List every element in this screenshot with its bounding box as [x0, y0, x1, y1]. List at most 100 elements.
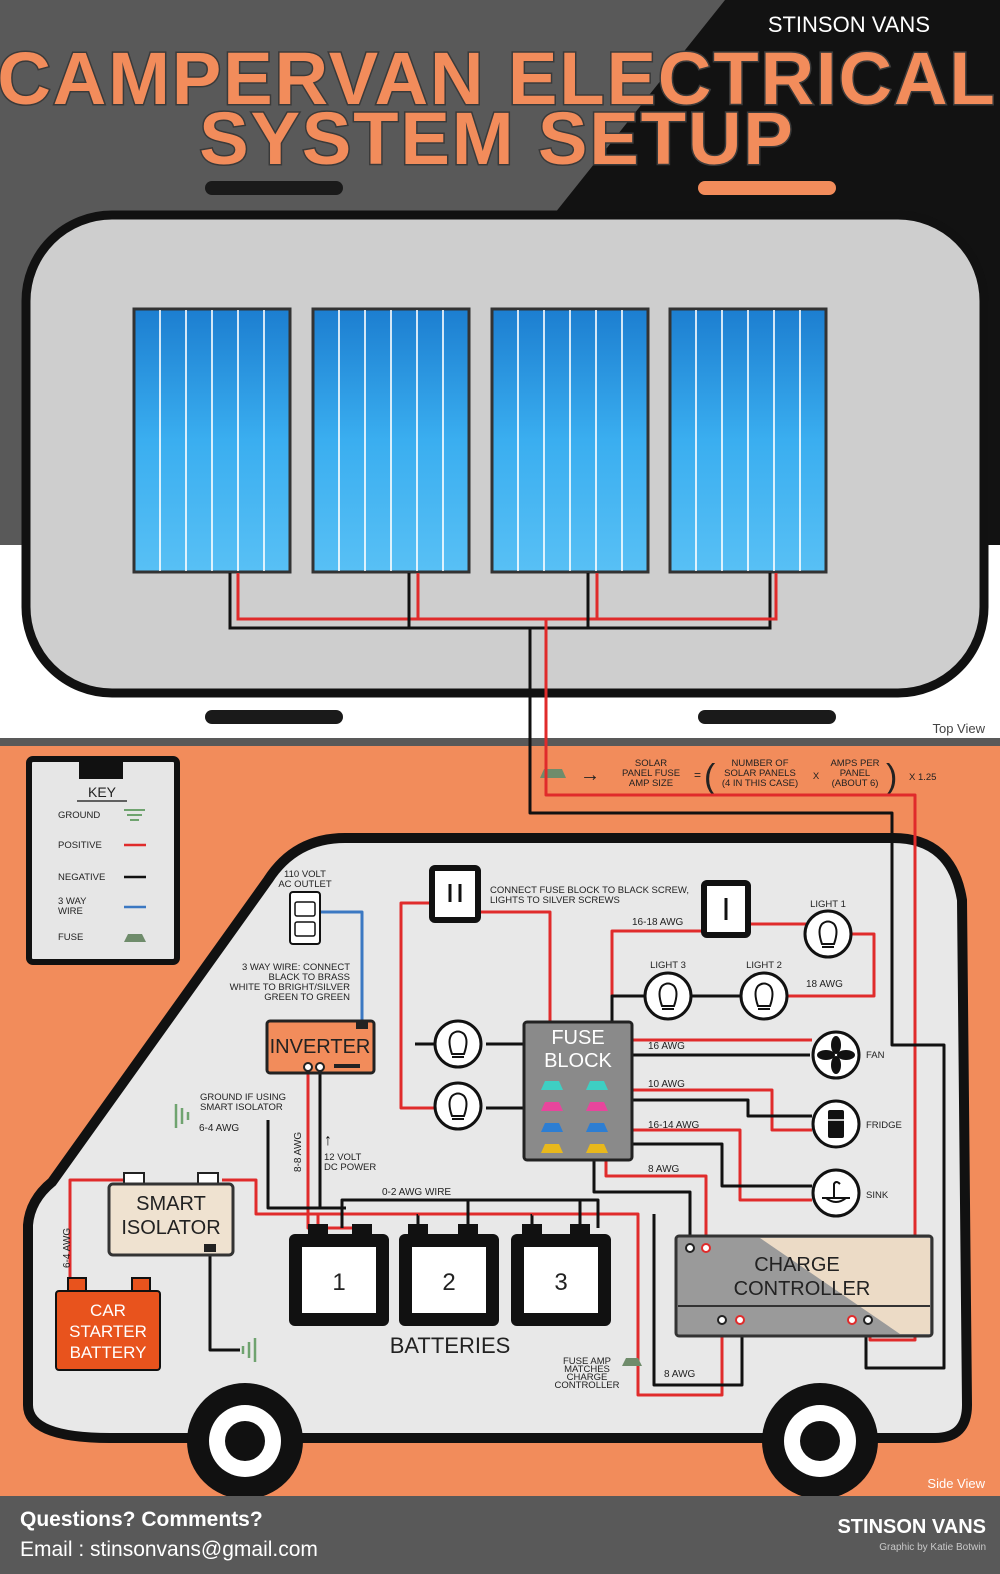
- battery-2-number: 2: [442, 1269, 455, 1296]
- key-positive: POSITIVE: [58, 840, 102, 851]
- fuse-block: [522, 1020, 634, 1162]
- solar-panel-4: [668, 307, 828, 574]
- car-battery-label-2: STARTER: [69, 1322, 147, 1341]
- awg-8-8: 8-8 AWG: [293, 1132, 304, 1172]
- svg-text:X 1.25: X 1.25: [909, 772, 936, 783]
- divider: [0, 738, 1000, 746]
- smart-isolator-label-2: ISOLATOR: [121, 1217, 220, 1239]
- title-line-2: SYSTEM SETUP: [199, 97, 795, 180]
- svg-text:X: X: [813, 771, 820, 782]
- solar-panel-2: [311, 307, 471, 574]
- fuse-icon: [124, 934, 146, 942]
- three-way-note-1: 3 WAY WIRE: CONNECT: [242, 962, 350, 973]
- bulb-icon: [433, 1019, 483, 1069]
- awg-16: 16 AWG: [648, 1041, 685, 1052]
- svg-text:): ): [886, 758, 897, 796]
- bulb-icon: [433, 1081, 483, 1131]
- awg-0-2-wire: 0-2 AWG WIRE: [382, 1187, 451, 1198]
- key-fuse: FUSE: [58, 932, 83, 943]
- awg-8-bottom: 8 AWG: [664, 1369, 696, 1380]
- wiring: [68, 619, 946, 1397]
- smart-isolator-label-1: SMART: [136, 1193, 206, 1215]
- batteries-label: BATTERIES: [390, 1333, 511, 1358]
- fuse-block-label-2: BLOCK: [544, 1050, 612, 1072]
- car-battery-label-3: BATTERY: [70, 1343, 147, 1362]
- connect-fuse-note-1: CONNECT FUSE BLOCK TO BLACK SCREW,: [490, 885, 689, 896]
- ac-outlet: [289, 891, 321, 945]
- svg-text:NUMBER OF: NUMBER OF: [732, 758, 789, 769]
- svg-text:SOLAR PANELS: SOLAR PANELS: [724, 768, 796, 779]
- light-1-icon: [803, 909, 853, 959]
- switch-box-lights: [701, 880, 751, 938]
- ground-icon: [174, 1104, 190, 1128]
- ground-icon: [124, 809, 145, 821]
- awg-6-4-left: 6-4 AWG: [62, 1228, 73, 1268]
- ac-outlet-label-2: AC OUTLET: [278, 879, 332, 890]
- connect-fuse-note-2: LIGHTS TO SILVER SCREWS: [490, 895, 620, 906]
- fuse-amp-note-1: FUSE AMP: [563, 1356, 611, 1367]
- sink-icon: [811, 1168, 861, 1218]
- light-3-icon: [643, 971, 693, 1021]
- key-negative: NEGATIVE: [58, 872, 105, 883]
- smart-isolator: [107, 1172, 235, 1257]
- awg-16-18: 16-18 AWG: [632, 917, 684, 928]
- three-way-note-3: WHITE TO BRIGHT/SILVER: [230, 982, 350, 993]
- wheel-right: [762, 1383, 878, 1499]
- ac-outlet-label-1: 110 VOLT: [284, 869, 326, 880]
- footer-credit: Graphic by Katie Botwin: [879, 1542, 986, 1553]
- svg-text:=: =: [694, 768, 701, 782]
- arrow-up-icon: ↑: [324, 1132, 332, 1149]
- awg-8: 8 AWG: [648, 1164, 680, 1175]
- svg-text:(: (: [704, 758, 716, 796]
- fuse-icon: [622, 1358, 642, 1366]
- arrow-right-icon: →: [580, 764, 600, 786]
- footer-email[interactable]: Email : stinsonvans@gmail.com: [20, 1538, 318, 1561]
- ground-note-1: GROUND IF USING: [200, 1092, 286, 1103]
- awg-18: 18 AWG: [806, 979, 843, 990]
- switch-box-main: [429, 865, 481, 923]
- title-line-1: CAMPERVAN ELECTRICAL: [0, 37, 997, 120]
- mirror-top-right: [698, 181, 836, 195]
- key-ground: GROUND: [58, 810, 100, 821]
- ground-note-2: SMART ISOLATOR: [200, 1102, 283, 1113]
- light-3-label: LIGHT 3: [650, 960, 686, 971]
- fuse-formula: → SOLAR PANEL FUSE AMP SIZE = ( NUMBER O…: [540, 758, 936, 796]
- svg-text:PANEL FUSE: PANEL FUSE: [622, 768, 680, 779]
- fridge-icon: [811, 1099, 861, 1149]
- charge-controller: [674, 1234, 934, 1338]
- solar-wiring-top: [228, 573, 778, 630]
- fuse-amp-note-4: CONTROLLER: [555, 1380, 620, 1391]
- fuse-amp-note-2: MATCHES: [564, 1364, 610, 1375]
- fan-label: FAN: [866, 1050, 885, 1061]
- battery-2: [399, 1224, 499, 1326]
- battery-3: [511, 1224, 611, 1326]
- fuse-icon: [540, 769, 566, 778]
- svg-text:(ABOUT 6): (ABOUT 6): [832, 778, 879, 789]
- battery-3-number: 3: [554, 1269, 567, 1296]
- svg-text:AMPS PER: AMPS PER: [830, 758, 879, 769]
- charge-controller-label-1: CHARGE: [754, 1254, 840, 1276]
- inverter: [265, 1019, 376, 1075]
- electrical-diagram: STINSON VANS CAMPERVAN ELECTRICAL SYSTEM…: [0, 0, 1000, 1499]
- fuse-block-label-1: FUSE: [551, 1027, 604, 1049]
- fridge-label: FRIDGE: [866, 1120, 902, 1131]
- solar-panels: [132, 307, 828, 574]
- top-view-label: Top View: [932, 721, 985, 736]
- battery-1-number: 1: [332, 1269, 345, 1296]
- awg-16-14: 16-14 AWG: [648, 1120, 700, 1131]
- footer: Questions? Comments? Email : stinsonvans…: [0, 1496, 1000, 1574]
- svg-text:(4 IN THIS CASE): (4 IN THIS CASE): [722, 778, 798, 789]
- car-starter-battery: [55, 1277, 161, 1371]
- mirror-bottom-right: [698, 710, 836, 724]
- ground-icon: [241, 1338, 257, 1362]
- solar-panel-1: [132, 307, 292, 574]
- mirror-top-left: [205, 181, 343, 195]
- fan-icon: [811, 1030, 861, 1080]
- light-2-label: LIGHT 2: [746, 960, 782, 971]
- inverter-label: INVERTER: [270, 1036, 371, 1058]
- svg-text:AMP SIZE: AMP SIZE: [629, 778, 673, 789]
- charge-controller-label-2: CONTROLLER: [734, 1278, 871, 1300]
- footer-brand: STINSON VANS: [837, 1516, 986, 1538]
